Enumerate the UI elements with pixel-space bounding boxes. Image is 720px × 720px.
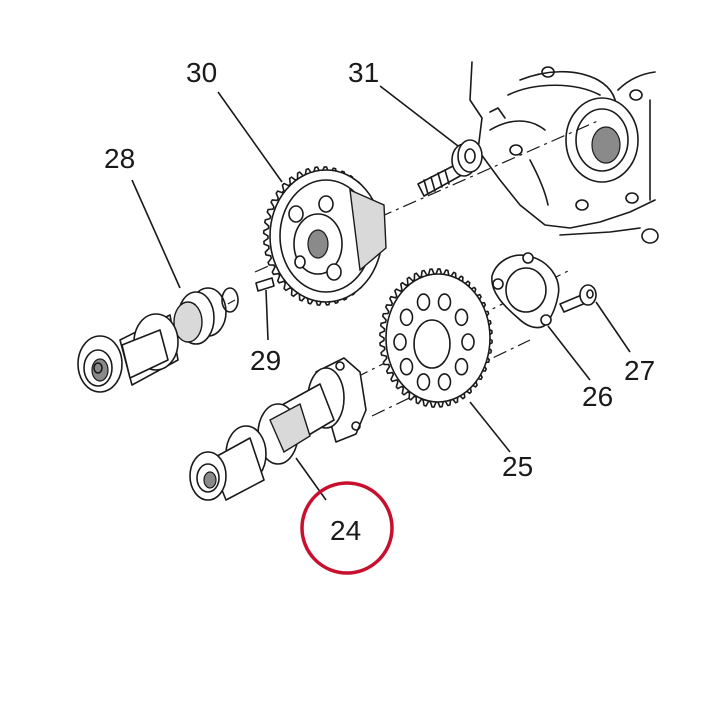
leader-26 xyxy=(547,325,591,381)
leader-29 xyxy=(265,289,269,341)
leader-24 xyxy=(295,457,327,501)
sprocket-hole xyxy=(454,308,469,327)
sprocket-hole xyxy=(454,357,469,376)
leader-30 xyxy=(217,91,283,183)
callout-28: 28 xyxy=(104,143,135,174)
callout-27: 27 xyxy=(624,355,655,386)
callout-31: 31 xyxy=(348,57,379,88)
engine-case-section xyxy=(469,61,659,244)
callout-29: 29 xyxy=(250,345,281,376)
callout-30: 30 xyxy=(186,57,217,88)
leader-27 xyxy=(595,301,631,353)
leader-31 xyxy=(379,85,459,147)
part-25-sprocket xyxy=(379,268,493,408)
sprocket-hole xyxy=(416,293,431,311)
callout-24: 24 xyxy=(330,515,361,546)
part-27-screw xyxy=(559,284,597,313)
callout-26: 26 xyxy=(582,381,613,412)
part-28-camshaft xyxy=(77,287,239,393)
highlight-circle xyxy=(300,481,394,575)
part-30-camshaft-gear xyxy=(262,166,387,306)
leader-lines xyxy=(131,85,631,501)
sprocket-hole xyxy=(393,333,407,351)
sprocket-hole xyxy=(437,293,452,311)
sprocket-hole xyxy=(461,333,475,351)
sprocket-hole xyxy=(399,308,414,327)
leader-25 xyxy=(469,401,511,453)
callout-labels: 30 31 28 29 27 26 25 24 xyxy=(104,57,655,546)
callout-25: 25 xyxy=(502,451,533,482)
part-24-camshaft xyxy=(189,357,367,501)
part-26-flange-plate xyxy=(491,252,560,329)
sprocket-hole xyxy=(399,357,414,376)
leader-28 xyxy=(131,179,181,289)
part-29-dowel-pin xyxy=(255,277,275,292)
part-31-bolt xyxy=(417,139,483,197)
sprocket-hole xyxy=(437,373,452,391)
sprocket-hole xyxy=(416,373,431,391)
